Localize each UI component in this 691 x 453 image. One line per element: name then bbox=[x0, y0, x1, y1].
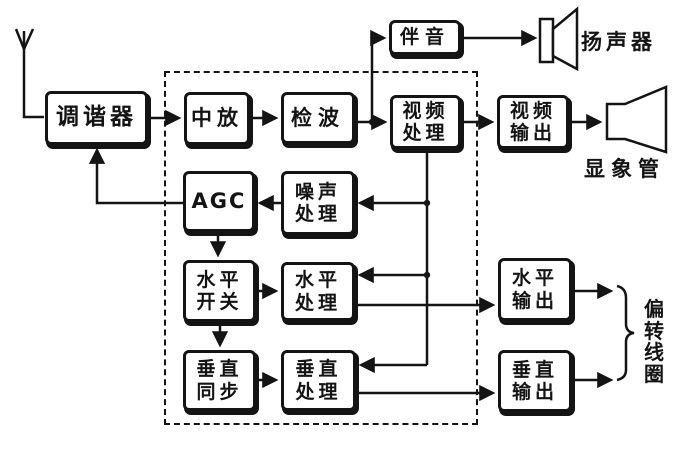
block-tuner: 调谐器 bbox=[45, 91, 148, 145]
block-horizontal-output: 水平 输出 bbox=[498, 258, 572, 321]
block-vertical-sync: 垂直 同步 bbox=[183, 350, 256, 411]
crt-label: 显象管 bbox=[584, 157, 665, 181]
block-sound: 伴音 bbox=[389, 20, 461, 55]
block-video-output: 视频 输出 bbox=[497, 95, 569, 149]
block-video-processing: 视频 处理 bbox=[390, 95, 461, 149]
block-detector: 检波 bbox=[281, 92, 355, 144]
block-noise-processing-line2: 处理 bbox=[294, 203, 341, 225]
block-horizontal-processing-line2: 处理 bbox=[294, 291, 341, 314]
brace-icon bbox=[616, 284, 635, 382]
block-noise-processing-line1: 噪声 bbox=[294, 180, 341, 203]
block-noise-processing: 噪声 处理 bbox=[281, 171, 355, 235]
block-if-amplifier: 中放 bbox=[184, 92, 250, 145]
block-vertical-processing-line1: 垂直 bbox=[295, 358, 342, 381]
block-agc-label: AGC bbox=[191, 189, 247, 214]
speaker-label: 扬声器 bbox=[581, 30, 656, 54]
block-vertical-output-line1: 垂直 bbox=[511, 358, 558, 381]
block-horizontal-processing: 水平 处理 bbox=[281, 262, 355, 321]
block-vertical-output-line2: 输出 bbox=[511, 381, 558, 403]
block-video-processing-line2: 处理 bbox=[402, 122, 449, 144]
block-horizontal-switch-line2: 开关 bbox=[196, 291, 243, 313]
block-sound-label: 伴音 bbox=[399, 26, 450, 49]
sync-path bbox=[357, 149, 429, 374]
block-vertical-processing-line2: 处理 bbox=[295, 380, 342, 403]
block-horizontal-output-line2: 输出 bbox=[511, 289, 558, 312]
block-vertical-processing: 垂直 处理 bbox=[281, 350, 356, 411]
block-video-output-line1: 视频 bbox=[509, 99, 556, 122]
signal-path bbox=[148, 29, 603, 131]
block-detector-label: 检波 bbox=[291, 105, 345, 130]
block-if-amplifier-label: 中放 bbox=[191, 106, 243, 131]
block-agc: AGC bbox=[183, 171, 255, 232]
block-vertical-output: 垂直 输出 bbox=[498, 350, 572, 412]
agc-path bbox=[88, 147, 281, 389]
block-horizontal-switch: 水平 开关 bbox=[183, 260, 256, 322]
block-tuner-label: 调谐器 bbox=[56, 104, 137, 131]
deflection-coil-label: 偏转线圈 bbox=[644, 297, 664, 386]
block-horizontal-switch-line1: 水平 bbox=[196, 268, 243, 291]
crt-icon bbox=[605, 85, 668, 154]
block-horizontal-processing-line1: 水平 bbox=[294, 269, 341, 292]
block-vertical-sync-line2: 同步 bbox=[196, 380, 243, 403]
block-horizontal-output-line1: 水平 bbox=[511, 267, 558, 290]
speaker-icon bbox=[538, 6, 579, 72]
dashed-boundary bbox=[164, 71, 478, 425]
block-vertical-sync-line1: 垂直 bbox=[196, 358, 243, 381]
antenna-icon bbox=[14, 28, 44, 119]
block-video-processing-line1: 视频 bbox=[402, 99, 449, 122]
junction-dots bbox=[368, 118, 431, 279]
block-video-output-line2: 输出 bbox=[509, 122, 556, 144]
deflection-path bbox=[355, 282, 614, 402]
